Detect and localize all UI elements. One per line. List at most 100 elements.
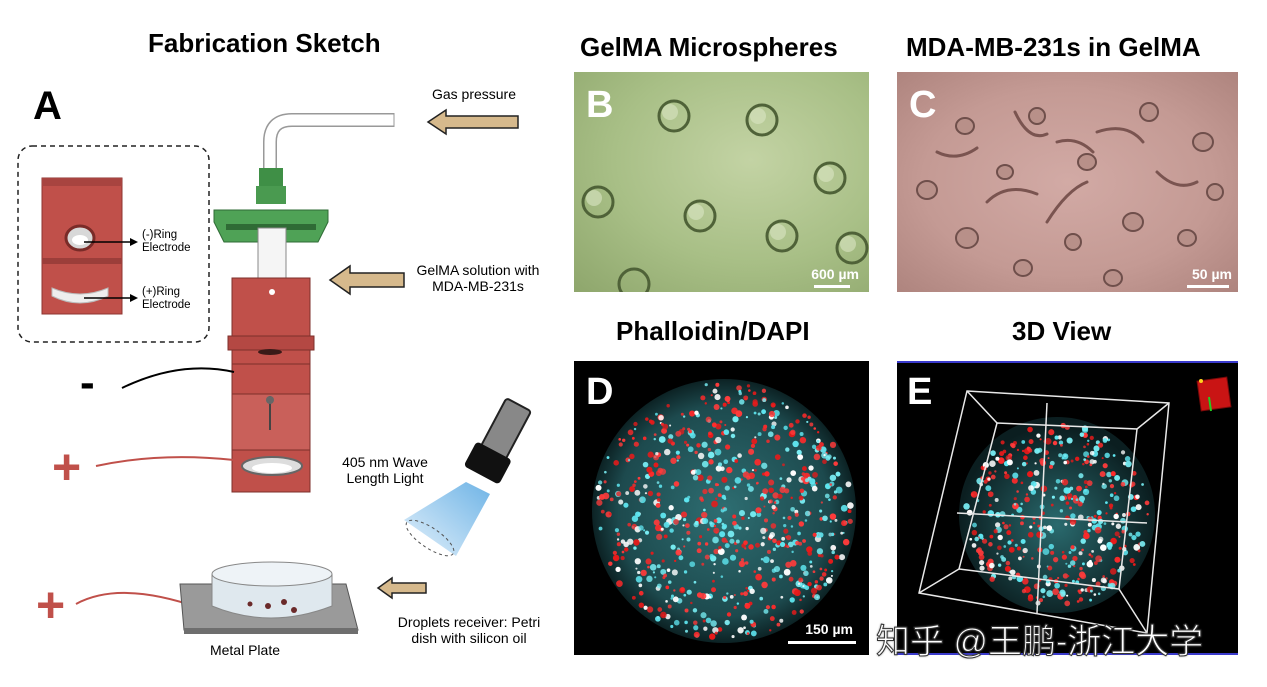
fluorescent-cell [1098, 518, 1104, 525]
fluorescent-cell [715, 531, 718, 534]
fluorescent-cell [715, 436, 722, 444]
fluorescent-cell [1065, 501, 1070, 505]
fluorescent-cell [1049, 460, 1055, 466]
fluorescent-cell [712, 388, 718, 394]
fluorescent-cell [1077, 577, 1080, 581]
fluorescent-cell [711, 587, 717, 593]
fluorescent-cell [745, 526, 749, 531]
fluorescent-cell [769, 616, 775, 622]
fluorescent-cell [627, 538, 634, 545]
fluorescent-cell [683, 545, 686, 548]
fluorescent-cell [612, 550, 617, 556]
fluorescent-cell [1066, 437, 1073, 444]
fluorescent-cell [1021, 440, 1026, 444]
fluorescent-cell [1083, 532, 1090, 540]
fluorescent-cell [639, 496, 646, 504]
fluorescent-cell [1125, 460, 1132, 468]
fluorescent-cell [1013, 502, 1017, 506]
fluorescent-cell [823, 582, 828, 587]
fluorescent-cell [673, 519, 679, 525]
fluorescent-cell [738, 526, 742, 530]
fluorescent-cell [627, 429, 634, 436]
fluorescent-cell [699, 496, 704, 501]
fluorescent-cell [800, 564, 807, 571]
fluorescent-cell [1144, 500, 1150, 506]
fluorescent-cell [670, 597, 674, 600]
fluorescent-cell [696, 548, 702, 554]
fluorescent-cell [829, 441, 837, 448]
fluorescent-cell [1078, 551, 1083, 556]
fluorescent-cell [739, 399, 745, 405]
fluorescent-cell [643, 529, 646, 532]
fluorescent-cell [752, 399, 758, 405]
fluorescent-cell [1064, 522, 1068, 526]
fluorescent-cell [686, 530, 691, 535]
fluorescent-cell [686, 589, 692, 595]
fluorescent-cell [612, 554, 620, 562]
fluorescent-cell [1028, 485, 1034, 491]
fluorescent-cell [1102, 482, 1105, 486]
fluorescent-cell [712, 571, 715, 574]
fluorescent-cell [642, 436, 647, 441]
fluorescent-cell [1018, 556, 1022, 561]
fluorescent-cell [1089, 450, 1095, 456]
fluorescent-cell [737, 453, 742, 458]
panel-label-e: E [907, 371, 933, 413]
fluorescent-cell [787, 515, 792, 521]
fluorescent-cell [621, 550, 625, 554]
fluorescent-cell [618, 442, 623, 447]
fluorescent-cell [770, 559, 774, 564]
fluorescent-cell [1133, 544, 1141, 551]
fluorescent-cell [738, 389, 742, 393]
fluorescent-cell [646, 466, 653, 473]
fluorescent-cell [693, 631, 700, 638]
fluorescent-cell [656, 492, 661, 497]
fluorescent-cell [762, 536, 766, 540]
fluorescent-cell [638, 525, 644, 531]
light-beam [404, 482, 490, 556]
fluorescent-cell [1010, 443, 1016, 449]
fluorescent-cell [1061, 550, 1065, 554]
fluorescent-cell [820, 554, 824, 558]
fluorescent-cell [655, 452, 659, 456]
fluorescent-cell [707, 451, 715, 459]
fluorescent-cell [1135, 504, 1142, 511]
fluorescent-cell [1121, 529, 1126, 534]
fluorescent-cell [680, 412, 684, 416]
fluorescent-cell [1081, 562, 1085, 566]
fluorescent-cell [1067, 564, 1072, 568]
fluorescent-cell [750, 443, 756, 448]
fluorescent-cell [722, 402, 727, 407]
fluorescent-cell [1111, 522, 1115, 526]
fluorescent-cell [812, 532, 817, 537]
fluorescent-cell [653, 433, 657, 436]
fluorescent-cell [763, 608, 769, 614]
fluorescent-cell [997, 563, 1002, 567]
fluorescent-cell [1095, 555, 1102, 563]
fluorescent-cell [1120, 517, 1126, 524]
fluorescent-cell [646, 575, 653, 583]
fluorescent-cell [819, 509, 823, 513]
fluorescent-cell [847, 509, 852, 514]
fluorescent-cell [1105, 501, 1108, 505]
fluorescent-cell [768, 410, 776, 418]
fluorescent-cell [821, 572, 827, 577]
fluorescent-cell [684, 629, 689, 633]
fluorescent-cell [842, 538, 850, 546]
fluorescent-cell [744, 547, 747, 550]
fluorescent-cell [1109, 568, 1117, 575]
fluorescent-cell [616, 542, 621, 547]
fluorescent-cell [647, 490, 654, 497]
fluorescent-cell [822, 459, 827, 465]
fluorescent-cell [653, 519, 660, 526]
fluorescent-cell [783, 523, 787, 528]
fluorescent-cell [804, 510, 811, 517]
fluorescent-cell [809, 422, 814, 427]
fluorescent-cell [1104, 452, 1110, 459]
fluorescent-cell [723, 429, 730, 435]
fluorescent-cell [1078, 495, 1085, 502]
fluorescent-cell [785, 447, 790, 452]
fluorescent-cell [970, 491, 978, 498]
fluorescent-cell [820, 501, 824, 504]
fluorescent-cell [704, 383, 708, 387]
